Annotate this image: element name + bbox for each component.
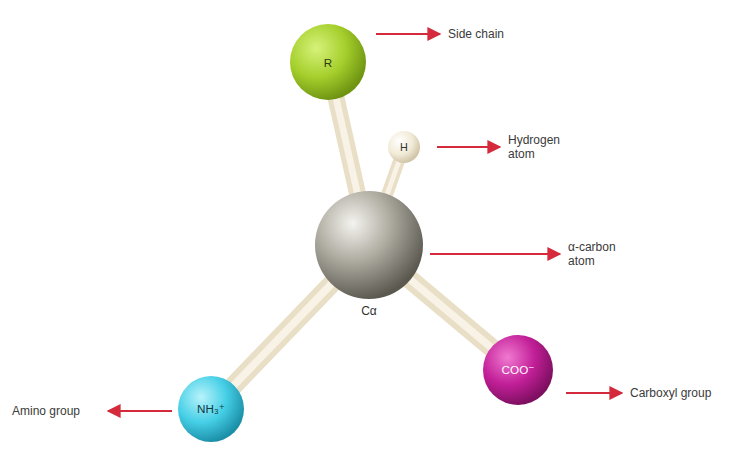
bond-highlight (386, 158, 400, 198)
atom-label: Cα (315, 301, 423, 321)
sphere-shape (315, 191, 423, 299)
sphere (388, 131, 420, 163)
bond-highlight (231, 281, 334, 388)
leader-arrow (437, 146, 500, 148)
side-chain-sphere: R (290, 24, 366, 100)
bond-stick (231, 281, 334, 388)
part-label: Amino group (12, 404, 102, 418)
hydrogen-sphere: H (388, 131, 420, 163)
alpha-carbon-sphere: Cα (315, 191, 423, 299)
part-label: Side chain (448, 27, 538, 41)
sphere (178, 376, 244, 442)
sphere (290, 24, 366, 100)
part-label: Hydrogen atom (508, 133, 572, 161)
atom-label: COO⁻ (483, 335, 553, 405)
atom-label: NH₃⁺ (178, 376, 244, 442)
leader-arrow (566, 392, 622, 394)
bond-highlight (335, 95, 358, 196)
atom-label: R (290, 24, 366, 100)
leader-arrow (430, 253, 560, 255)
leader-arrow (376, 33, 440, 35)
sphere (483, 335, 553, 405)
leader-arrow (108, 410, 172, 412)
bond-highlight (407, 277, 494, 350)
amino-sphere: NH₃⁺ (178, 376, 244, 442)
sphere (315, 191, 423, 299)
bond-stick (407, 277, 494, 350)
carboxyl-sphere: COO⁻ (483, 335, 553, 405)
part-label: α-carbon atom (568, 240, 630, 268)
atom-label: H (388, 131, 420, 163)
bond-stick (386, 158, 400, 198)
bond-stick (335, 95, 358, 196)
part-label: Carboxyl group (630, 386, 730, 400)
